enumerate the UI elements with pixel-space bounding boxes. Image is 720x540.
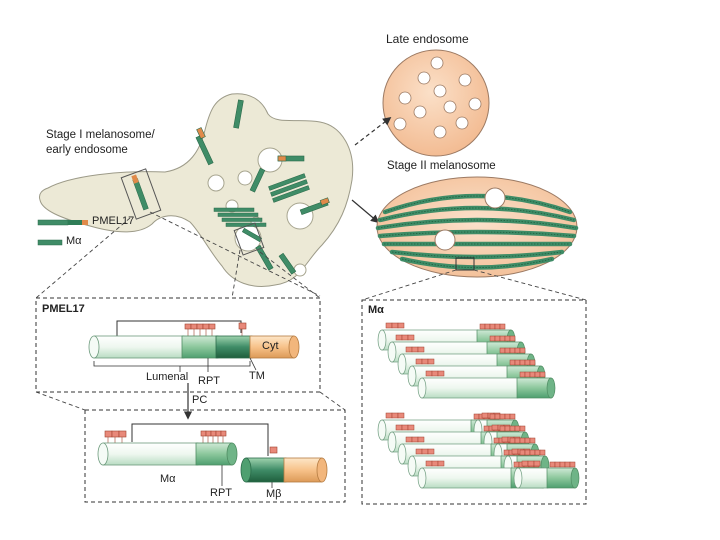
- cell-fibers: [195, 99, 330, 275]
- malpha-stack-1: [377, 322, 556, 399]
- fiber-bundle-1: [268, 173, 310, 203]
- stage2-fiber-texture: [377, 195, 577, 268]
- rpt-label-2: RPT: [210, 487, 232, 499]
- pmel17-cylinder: [88, 335, 300, 359]
- rpt-label: RPT: [198, 375, 220, 387]
- malpha-cylinder: [97, 442, 238, 466]
- late-endosome-label: Late endosome: [386, 32, 469, 46]
- arrow-to-late-endosome: [354, 116, 392, 146]
- panel-malpha-title: Mα: [368, 304, 384, 316]
- legend-pmel17-label: PMEL17: [92, 215, 135, 227]
- stage2-zoom-box: [455, 257, 475, 271]
- legend-malpha-label: Mα: [66, 235, 82, 247]
- panel-pmel17-title: PMEL17: [42, 303, 85, 315]
- cell-body: [39, 93, 354, 287]
- pc-label: PC: [192, 394, 208, 406]
- panel-malpha: [361, 299, 587, 505]
- lumenal-label: Lumenal: [146, 371, 189, 383]
- cell-zoom-box: [233, 222, 265, 256]
- tm-label: TM: [249, 370, 265, 382]
- stage1-box: [120, 168, 162, 220]
- legend-malpha-glyph: [37, 239, 63, 246]
- malpha-label: Mα: [160, 473, 176, 485]
- cyt-label: Cyt: [262, 340, 279, 352]
- fiber-bundle-2: [213, 207, 267, 227]
- legend-pmel17-glyph: [37, 219, 88, 226]
- arrow-to-stage2: [351, 199, 380, 224]
- stage1-label-line1: Stage I melanosome/: [46, 129, 155, 141]
- panel-cleavage: [84, 409, 346, 503]
- stage1-label-line2: early endosome: [46, 144, 128, 156]
- glyco-sites-rpt: [184, 323, 216, 330]
- panel-pmel17: [35, 297, 321, 393]
- zoom-lines: [35, 211, 587, 411]
- late-endosome-vesicles: [393, 56, 482, 139]
- mbeta-label: Mβ: [266, 488, 282, 500]
- mbeta-cylinder: [240, 457, 328, 483]
- malpha-stack-2: [377, 412, 580, 489]
- stage2-label: Stage II melanosome: [387, 160, 496, 172]
